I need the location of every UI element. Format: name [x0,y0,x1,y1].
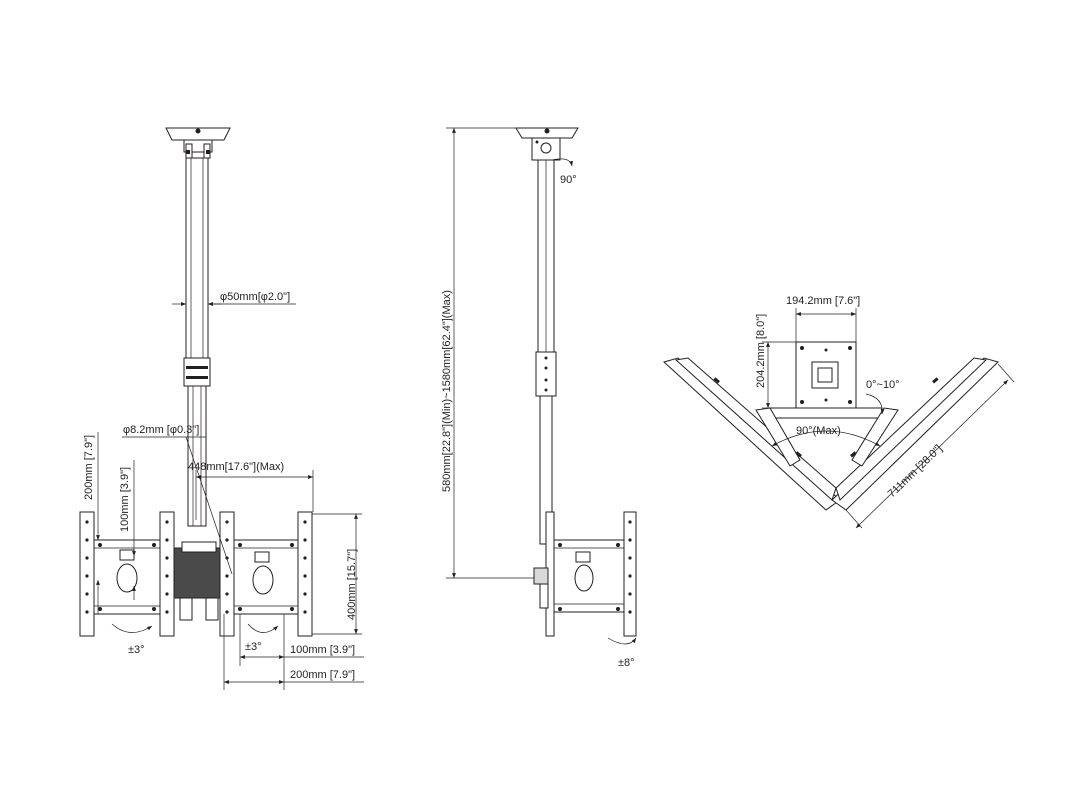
top-rotation-label: 90° [560,174,577,186]
vesa-vertical-dimensions [96,432,136,614]
front-ceiling-plate [165,127,231,159]
front-pole [183,157,211,527]
side-tilt-arrow [607,637,637,645]
front-view: φ50mm[φ2.0"] [79,127,364,690]
side-screen-bracket [533,511,637,637]
front-tilt-arrows [111,623,279,633]
height-range-dimension [446,127,534,579]
plate-width-dimension [795,308,857,342]
plate-depth-dimension [762,341,796,409]
hole-diameter-leader [122,436,233,575]
top-left-arm [663,357,841,511]
tilt-center-label: ±3° [245,641,262,653]
plate-depth-label: 204.2mm [8.0"] [755,314,767,388]
height-range-label: 580mm[22.8"](Min)~1580mm[62.4"](Max) [441,290,453,492]
arm-length-dimension [845,363,1015,529]
angle-adjust-label: 0°~10° [866,379,900,391]
top-rotation-arrow [551,158,573,167]
side-ceiling-plate [515,127,579,161]
vesa-h100-label: 100mm [3.9"] [290,644,355,656]
top-view: 194.2mm [7.6"] 204.2mm [8.0"] 0°~10° 90°… [663,295,1015,529]
vesa-v400-dimension [312,513,362,635]
front-left-bracket [79,511,175,637]
vesa-h200-label: 200mm [7.9"] [290,669,355,681]
max-width-dimension [195,470,314,520]
max-angle-label: 90°(Max) [796,425,841,437]
vesa-horizontal-dimensions [223,614,364,690]
hole-diameter-label: φ8.2mm [φ0.3"] [123,424,199,436]
top-right-arm [831,357,999,511]
vesa-v400-label: 400mm [15.7"] [346,549,358,620]
vesa-v100-label: 100mm [3.9"] [119,467,131,532]
top-mount-plate [769,341,883,419]
max-width-label: 448mm[17.6"](Max) [188,461,284,473]
plate-width-label: 194.2mm [7.6"] [786,295,860,307]
side-view: 90° [441,127,637,669]
tilt-left-label: ±3° [128,644,145,656]
pole-diameter-label: φ50mm[φ2.0"] [220,291,290,303]
side-tilt-label: ±8° [618,657,635,669]
front-right-bracket [219,511,313,637]
vesa-v200-label: 200mm [7.9"] [83,435,95,500]
side-pole [535,159,557,545]
